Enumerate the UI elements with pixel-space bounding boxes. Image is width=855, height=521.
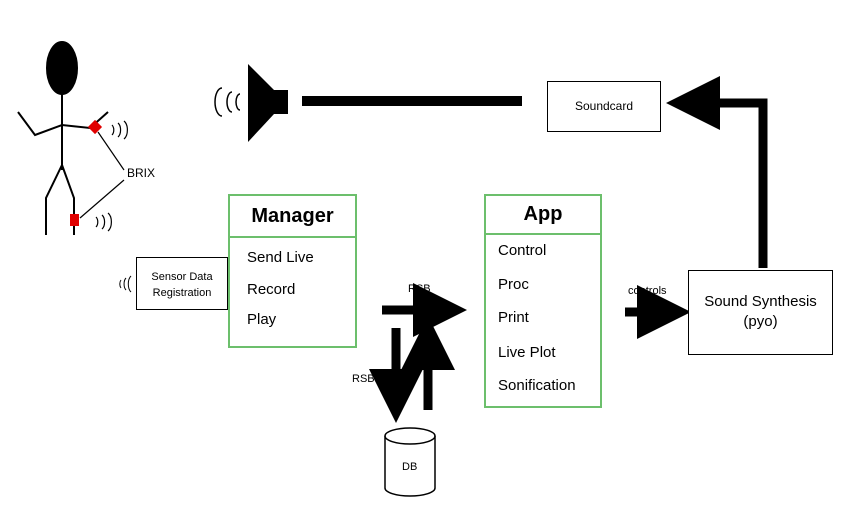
app-item-live-plot: Live Plot	[498, 344, 556, 361]
brix-pointer-lines	[79, 131, 125, 219]
leg-wireless-icon	[95, 212, 112, 232]
stick-figure-icon	[17, 41, 109, 235]
brix-label: BRIX	[127, 166, 156, 180]
synth-line2: (pyo)	[743, 313, 778, 330]
registration-line1: Sensor Data	[151, 271, 213, 283]
soundcard-box: Soundcard	[547, 81, 661, 132]
speaker-icon	[248, 64, 288, 142]
db-label: DB	[402, 461, 418, 473]
manager-item-send-live: Send Live	[247, 249, 314, 266]
synth-line1: Sound Synthesis	[704, 293, 817, 310]
leg-sensor-marker	[70, 214, 79, 226]
sensor-registration-box: Sensor Data Registration	[136, 257, 228, 310]
rsb-label: RSB	[408, 283, 431, 295]
sound-synthesis-box: Sound Synthesis (pyo)	[688, 270, 833, 355]
manager-module: Manager Send Live Record Play	[228, 194, 357, 348]
speaker-wave-icon	[214, 87, 241, 117]
controls-label: controls	[628, 285, 667, 297]
app-item-control: Control	[498, 242, 547, 259]
wrist-sensor-marker	[87, 119, 103, 135]
rsbag-label: RSBag	[352, 373, 387, 385]
manager-title: Manager	[230, 196, 355, 238]
wrist-wireless-icon	[111, 120, 128, 140]
manager-item-play: Play	[247, 311, 277, 328]
app-item-proc: Proc	[498, 276, 529, 293]
registration-line2: Registration	[152, 287, 212, 299]
app-item-print: Print	[498, 309, 529, 326]
app-item-sonification: Sonification	[498, 377, 576, 394]
registration-wireless-icon	[119, 275, 132, 293]
soundcard-label: Soundcard	[574, 99, 634, 113]
synth-soundcard-arrow	[666, 76, 768, 268]
database-icon	[384, 427, 436, 497]
manager-item-record: Record	[247, 281, 296, 298]
app-module: App Control Proc Print Live Plot Sonific…	[484, 194, 602, 408]
app-title: App	[486, 196, 600, 235]
